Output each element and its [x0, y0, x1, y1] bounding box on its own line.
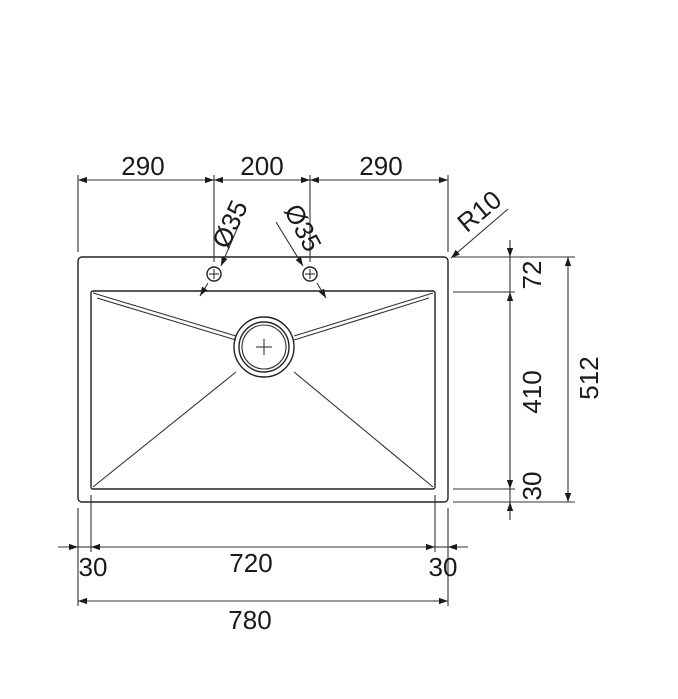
dim-bottom-total: 780: [228, 605, 271, 635]
bottom-dimension-lines: [58, 543, 468, 605]
top-extension-lines: [77, 175, 449, 262]
dim-hole-left: Ø35: [206, 196, 254, 253]
dim-right-bottom: 30: [517, 472, 547, 501]
dim-top-right: 290: [359, 151, 402, 181]
dim-top-center: 200: [240, 151, 283, 181]
dim-right-middle: 410: [517, 370, 547, 413]
sink-outer-outline: [77, 256, 449, 503]
dim-right-top: 72: [517, 261, 547, 290]
dim-bottom-right: 30: [429, 552, 458, 582]
dim-top-left: 290: [121, 151, 164, 181]
bowl-slope-lines: [92, 292, 434, 488]
sink-bowl-outline: [90, 290, 436, 490]
radius-leader: [450, 208, 509, 259]
bottom-extension-lines: [77, 495, 449, 606]
right-extension-lines: [453, 256, 575, 503]
dim-radius: R10: [451, 184, 507, 238]
hole-leaders: [199, 221, 327, 299]
drain: [233, 316, 295, 378]
right-dimension-lines: [506, 240, 572, 520]
dim-hole-right: Ø35: [278, 199, 328, 256]
dim-right-total: 512: [574, 356, 604, 399]
tap-hole-right: [302, 266, 318, 282]
dim-bottom-left: 30: [79, 552, 108, 582]
tap-hole-left: [206, 266, 222, 282]
dim-bottom-center: 720: [229, 548, 272, 578]
